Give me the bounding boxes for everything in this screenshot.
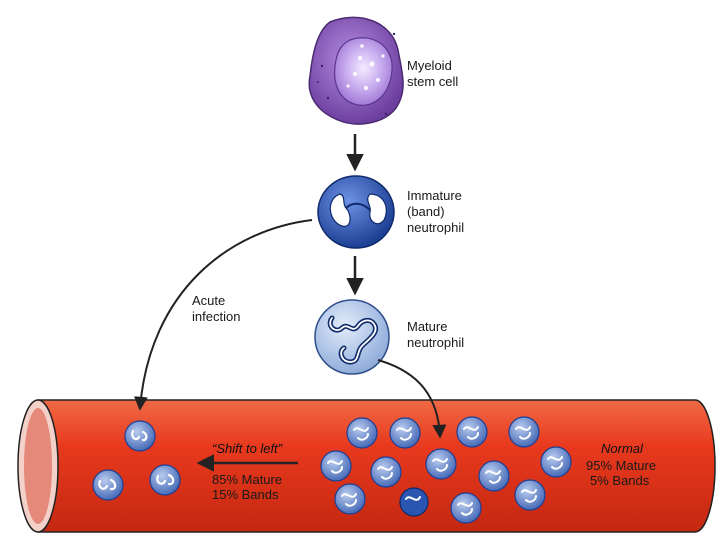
label-normal-stats: 95% Mature 5% Bands — [586, 458, 660, 488]
normal-cell — [450, 492, 482, 524]
normal-cell — [456, 416, 488, 448]
shifted-cell-3 — [149, 464, 181, 496]
label-stem-cell: Myeloid stem cell — [407, 58, 458, 89]
myeloid-stem-cell — [308, 16, 404, 125]
shifted-cell-2 — [92, 469, 124, 501]
normal-cell — [478, 460, 510, 492]
arrow-mature-to-blood — [377, 359, 447, 439]
label-mature: Mature neutrophil — [407, 319, 464, 350]
normal-cell — [508, 416, 540, 448]
label-shift-stats: 85% Mature 15% Bands — [212, 472, 286, 502]
normal-cell — [399, 487, 429, 517]
normal-cell — [320, 450, 352, 482]
label-immature: Immature (band) neutrophil — [407, 188, 466, 235]
normal-cell — [334, 483, 366, 515]
normal-cell — [425, 448, 457, 480]
shifted-cells — [92, 420, 181, 501]
label-shift-to-left: “Shift to left” — [212, 441, 283, 456]
label-normal: Normal — [601, 441, 644, 456]
normal-cell — [540, 446, 572, 478]
normal-cell — [346, 417, 378, 449]
mature-neutrophil — [314, 299, 390, 375]
band-neutrophil — [317, 175, 395, 249]
label-acute-infection: Acute infection — [192, 293, 240, 324]
normal-cell — [389, 417, 421, 449]
normal-cell — [514, 479, 546, 511]
normal-cell — [370, 456, 402, 488]
normal-cells — [320, 416, 572, 524]
shifted-cell-1 — [124, 420, 156, 452]
arrow-acute-infection — [133, 219, 313, 411]
